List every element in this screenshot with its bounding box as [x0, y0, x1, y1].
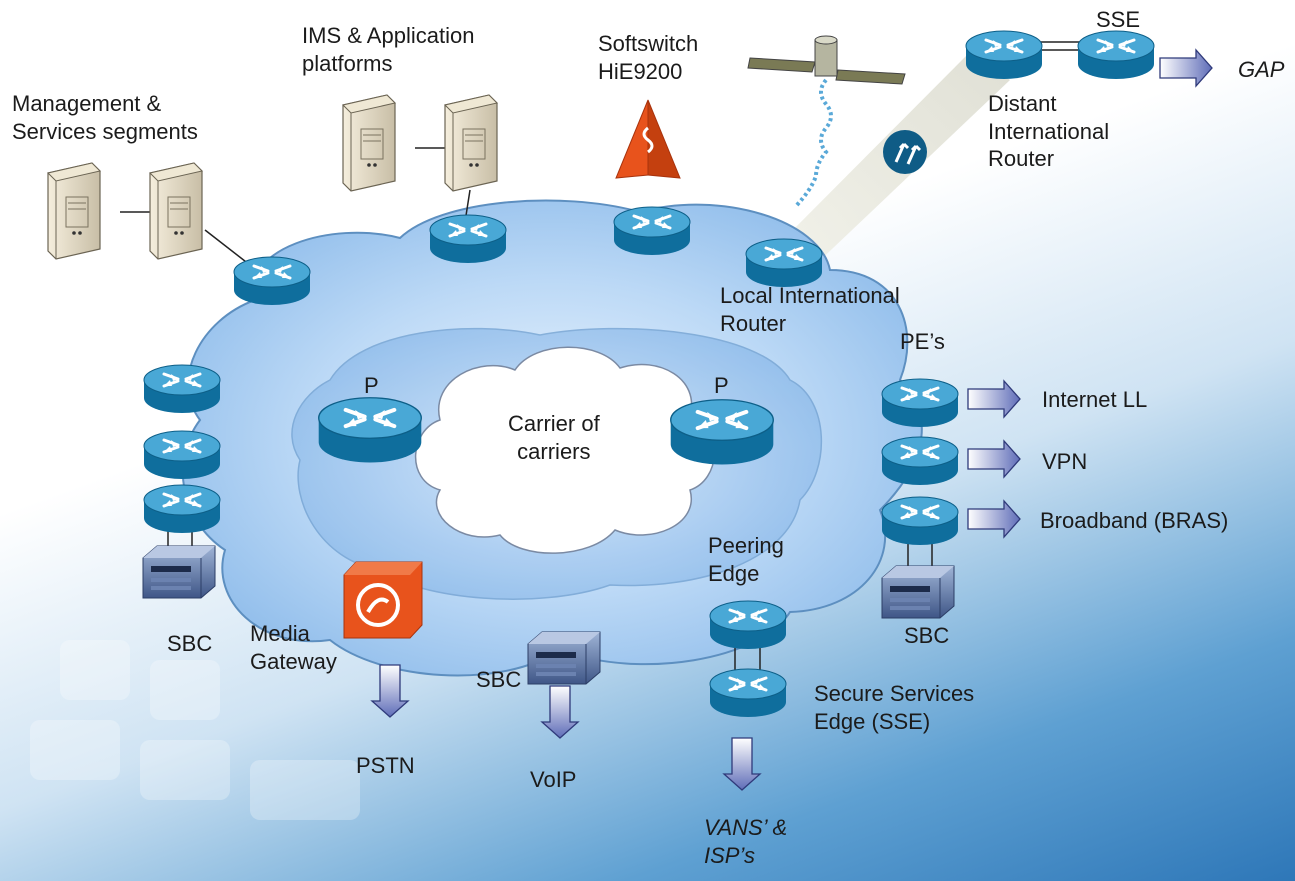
softswitch-router-icon	[612, 205, 692, 257]
internet-label: Internet LL	[1042, 387, 1148, 412]
voip-label: VoIP	[530, 767, 577, 792]
gap-label: GAP	[1238, 57, 1285, 82]
ims-server-1-icon	[342, 94, 396, 192]
local-international-router-icon	[744, 237, 824, 289]
p-router-left-icon	[319, 398, 422, 463]
sbc-left-icon	[142, 545, 216, 599]
vans-label: VANS’ &ISP’s	[704, 815, 788, 868]
carrier-cloud	[414, 346, 716, 554]
management-server-2-icon	[149, 162, 203, 260]
vpn-label: VPN	[1042, 449, 1088, 474]
secure-services-edge-router-icon	[708, 667, 788, 719]
p-left-label: P	[364, 373, 379, 398]
sbc-right-label: SBC	[904, 623, 950, 648]
pstn-label: PSTN	[356, 753, 415, 778]
pe-router-vpn-icon	[880, 435, 960, 487]
satellite-icon	[747, 35, 906, 208]
arrow-to-vpn-icon	[967, 440, 1021, 478]
media-gateway-icon	[343, 561, 423, 639]
pes-label: PE’s	[900, 329, 945, 354]
sbc-bottom-icon	[527, 631, 601, 685]
management-router-icon	[232, 255, 312, 307]
sse-top-label: SSE	[1096, 7, 1141, 32]
pe-router-bras-icon	[880, 495, 960, 547]
left-router-1-icon	[142, 363, 222, 415]
peering-edge-router-icon	[708, 599, 788, 651]
arrow-to-gap-icon	[1159, 49, 1213, 87]
arrow-to-broadband-icon	[967, 500, 1021, 538]
arrow-to-internet-icon	[967, 380, 1021, 418]
management-server-1-icon	[47, 162, 101, 260]
distant-international-router-icon	[964, 29, 1044, 81]
p-right-label: P	[714, 373, 729, 398]
arrow-to-pstn-icon	[371, 664, 409, 718]
ims-server-2-icon	[444, 94, 498, 192]
arrow-to-vans-icon	[723, 737, 761, 791]
pe-router-internet-icon	[880, 377, 960, 429]
background-keyboard	[30, 640, 360, 820]
sbc-left-label: SBC	[167, 631, 213, 656]
left-router-3-icon	[142, 483, 222, 535]
sbc-bottom-label: SBC	[476, 667, 522, 692]
left-router-2-icon	[142, 429, 222, 481]
management-label: Management &Services segments	[12, 91, 198, 144]
sbc-right-icon	[881, 565, 955, 619]
broadband-label: Broadband (BRAS)	[1040, 508, 1229, 533]
sse-router-icon	[1076, 29, 1156, 81]
uplink-badge-icon	[883, 130, 927, 174]
softswitch-icon	[615, 99, 681, 179]
arrow-to-voip-icon	[541, 685, 579, 739]
p-router-right-icon	[671, 400, 774, 465]
ims-router-icon	[428, 213, 508, 265]
